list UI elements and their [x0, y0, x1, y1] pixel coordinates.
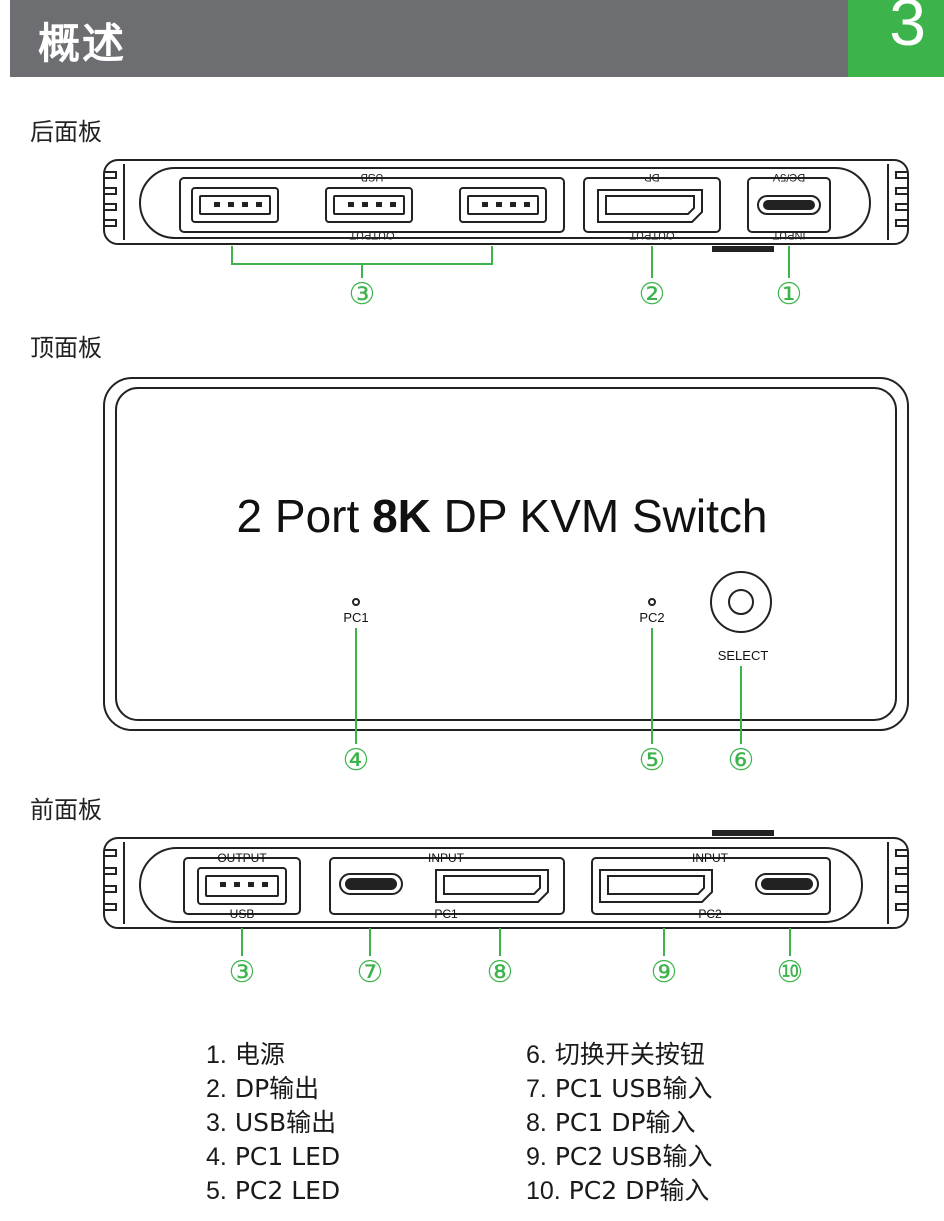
legend-item: 2. DP输出	[206, 1074, 320, 1103]
product-title-prefix: 2 Port	[237, 490, 373, 542]
callout-3-front: ③	[229, 955, 256, 990]
rear-power-input-label: INPUT	[772, 229, 805, 241]
front-panel-diagram: OUTPUT USB INPUT PC1 INPUT PC2 ③ ⑦ ⑧ ⑨ ⑩	[103, 830, 909, 990]
callout-1: ①	[776, 277, 803, 310]
rear-dp-output-label: OUTPUT	[629, 229, 675, 241]
callout-3-rear: ③	[349, 277, 376, 310]
product-title-suffix: DP KVM Switch	[431, 490, 768, 542]
legend-item: 5. PC2 LED	[206, 1176, 341, 1205]
rear-panel-label: 后面板	[30, 118, 102, 146]
callout-6: ⑥	[728, 743, 755, 778]
section-title: 概述	[38, 19, 127, 68]
front-pc2-label: PC2	[698, 907, 722, 921]
front-pc1-label: PC1	[434, 907, 458, 921]
rear-usb-label: USB	[361, 171, 384, 183]
callout-7: ⑦	[357, 955, 384, 990]
legend-item: 4. PC1 LED	[206, 1142, 341, 1171]
page-number: 3	[889, 0, 926, 59]
legend-item: 3. USB输出	[206, 1108, 337, 1137]
led-pc2-label: PC2	[639, 610, 664, 625]
front-usb-output-label: OUTPUT	[217, 851, 267, 865]
rear-dp-label: DP	[644, 171, 659, 183]
led-pc1-label: PC1	[343, 610, 368, 625]
select-button-label: SELECT	[718, 648, 769, 663]
legend-item: 8. PC1 DP输入	[526, 1108, 696, 1137]
rear-power-label: DC/5V	[772, 171, 805, 183]
callout-10: ⑩	[777, 955, 804, 990]
top-panel-diagram: 2 Port 8K DP KVM Switch PC1 PC2 SELECT ④…	[103, 377, 909, 778]
legend-item: 1. 电源	[206, 1040, 285, 1069]
callout-9: ⑨	[651, 955, 678, 990]
front-pc1-input-label: INPUT	[428, 851, 465, 865]
top-panel-label: 顶面板	[30, 334, 102, 362]
callout-8: ⑧	[487, 955, 514, 990]
callout-2: ②	[639, 277, 666, 310]
front-pc2-input-label: INPUT	[692, 851, 729, 865]
section-header: 概述	[10, 0, 848, 77]
legend-item: 6. 切换开关按钮	[526, 1040, 705, 1069]
legend-left-column: 1. 电源 2. DP输出 3. USB输出 4. PC1 LED 5. PC2…	[206, 1038, 340, 1208]
product-title-bold: 8K	[372, 490, 431, 542]
legend-item: 7. PC1 USB输入	[526, 1074, 713, 1103]
callout-5: ⑤	[639, 743, 666, 778]
front-panel-label: 前面板	[30, 796, 102, 824]
front-usb-label: USB	[230, 907, 255, 921]
rear-usb-output-label: OUTPUT	[349, 229, 395, 241]
rear-panel-diagram: USB OUTPUT DP OUTPUT DC/5V INPUT ③ ② ①	[103, 159, 909, 310]
product-title: 2 Port 8K DP KVM Switch	[237, 490, 768, 542]
page-number-box: 3	[848, 0, 944, 77]
legend-item: 10. PC2 DP输入	[526, 1176, 710, 1205]
legend-right-column: 6. 切换开关按钮 7. PC1 USB输入 8. PC1 DP输入 9. PC…	[526, 1038, 713, 1208]
callout-4: ④	[343, 743, 370, 778]
legend-item: 9. PC2 USB输入	[526, 1142, 713, 1171]
